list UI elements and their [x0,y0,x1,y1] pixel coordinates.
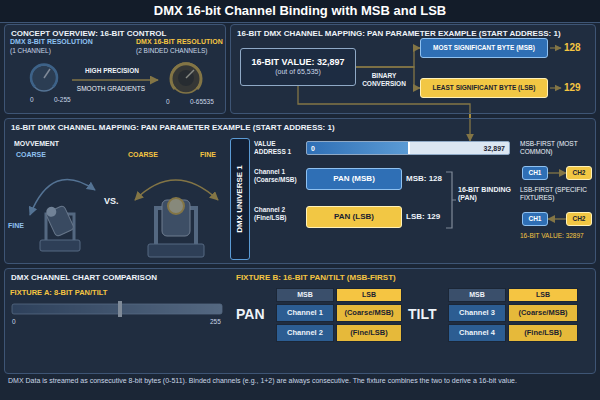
node-text: PAN (MSB) [333,174,375,184]
channel-chip: CH1 [522,212,548,226]
table-cell: Channel 2 [276,324,334,342]
node-text: (out of 65,535) [275,68,321,76]
text-label: COARSE [16,151,46,159]
lsb-box: LEAST SIGNIFICANT BYTE (LSB) [420,78,548,98]
text-label: SMOOTH GRADIENTS [76,85,146,93]
table-cell: MSB [448,288,506,302]
table-cell: MSB [276,288,334,302]
table-cell: Channel 3 [448,304,506,322]
channel-chip: CH2 [566,166,592,180]
text-label: 0-255 [54,96,71,104]
text-label: VS. [104,196,119,207]
text-label: Channel 2 (Fine/LSB) [254,206,304,222]
text-label: 0-65535 [190,98,214,106]
node-text: 16-BIT VALUE: 32,897 [252,57,345,68]
node-text: 0 [311,145,315,152]
text-label: 16-BIT VALUE: 32897 [520,232,594,240]
text-label: (1 CHANNEL) [10,47,100,55]
node-text: CH1 [528,216,541,223]
text-label: HIGH PRECISION [82,67,142,75]
table-cell: LSB [336,288,402,302]
text-label: VALUE ADDRESS 1 [254,140,302,156]
text-label: FINE [8,222,24,230]
text-label: 129 [564,82,581,94]
text-label: DMX 16-BIT RESOLUTION [136,38,224,46]
channel-bar: PAN (LSB) [306,206,402,228]
node-text: CH2 [572,170,585,177]
node-text: CH2 [572,216,585,223]
table-cell: (Fine/LSB) [336,324,402,342]
text-label: 0 [166,98,170,106]
section-panel: 16-BIT DMX CHANNEL MAPPING: PAN PARAMETE… [230,24,596,114]
universe-band: DMX UNIVERSE 1 [230,138,250,260]
node-text: DMX UNIVERSE 1 [236,165,244,233]
text-label: LSB-FIRST (SPECIFIC FIXTURES) [520,186,594,202]
table-cell: Channel 1 [276,304,334,322]
text-label: Channel 1 (Coarse/MSB) [254,168,304,184]
text-label: FINE [200,151,216,159]
value-box: 16-BIT VALUE: 32,897(out of 65,535) [240,48,356,86]
text-label: 128 [564,42,581,54]
text-label: PAN [236,306,265,323]
text-label: FIXTURE A: 8-BIT PAN/TILT [10,288,107,297]
text-label: FIXTURE B: 16-BIT PAN/TILT (MSB-FIRST) [236,273,396,283]
text-label: TILT [408,306,437,323]
text-label: 255 [210,318,221,326]
text-label: COARSE [128,151,158,159]
text-label: DMX 8-BIT RESOLUTION [10,38,100,46]
text-label: MOVVEMENT [14,140,59,148]
section-heading: CONCEPT OVERVIEW: 16-BIT CONTROL [11,29,219,39]
value-bar: 0 32,897 [306,141,510,155]
channel-chip: CH1 [522,166,548,180]
channel-chip: CH2 [566,212,592,226]
text-label: LSB: 129 [406,212,440,222]
table-cell: (Coarse/MSB) [508,304,578,322]
msb-box: MOST SIGNIFICANT BYTE (MSB) [420,38,548,58]
node-text: 32,897 [484,145,505,152]
table-cell: (Coarse/MSB) [336,304,402,322]
caption: DMX Data is streamed as consecutive 8-bi… [8,377,592,385]
node-text: CH1 [528,170,541,177]
channel-bar: PAN (MSB) [306,168,402,190]
text-label: BINARY CONVERSION [358,72,410,88]
section-heading: 16-BIT DMX CHANNEL MAPPING: PAN PARAMETE… [11,123,589,133]
table-cell: Channel 4 [448,324,506,342]
text-label: MSB: 128 [406,174,442,184]
text-label: 0 [12,318,16,326]
node-text: PAN (LSB) [334,212,374,222]
table-cell: (Fine/LSB) [508,324,578,342]
text-label: 16-BIT BINDING (PAN) [458,186,516,203]
node-text: LEAST SIGNIFICANT BYTE (LSB) [433,84,536,92]
diagram-title: DMX 16-bit Channel Binding with MSB and … [0,3,600,19]
text-label: MSB-FIRST (MOST COMMON) [520,140,594,156]
text-label: 0 [30,96,34,104]
text-label: (2 BINDED CHANNELS) [136,47,224,55]
node-text: MOST SIGNIFICANT BYTE (MSB) [433,44,535,52]
table-cell: LSB [508,288,578,302]
